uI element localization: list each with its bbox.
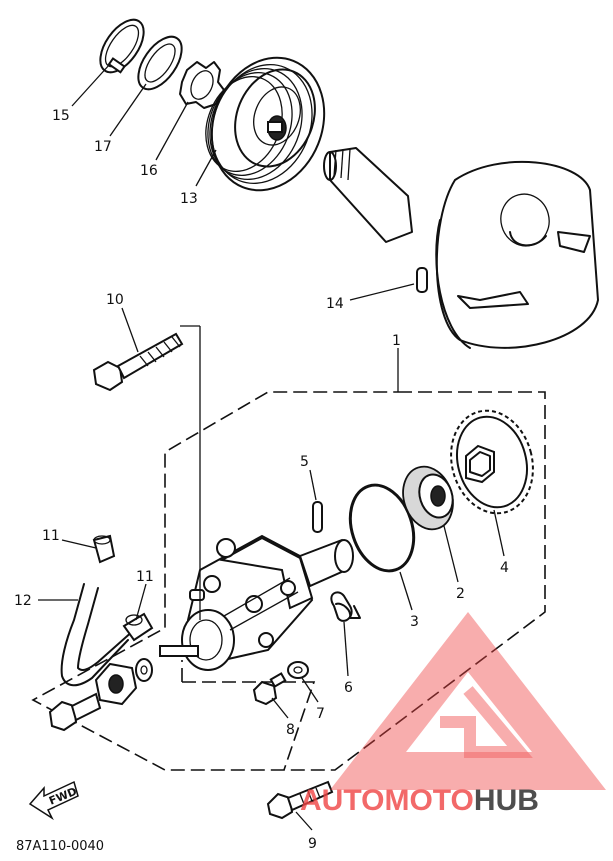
- callout-8: 8: [286, 722, 295, 738]
- fwd-arrow: FWD: [28, 780, 79, 821]
- callout-5: 5: [300, 454, 309, 470]
- callout-12: 12: [14, 593, 32, 609]
- callout-15: 15: [52, 108, 70, 124]
- callout-13: 13: [180, 191, 198, 207]
- callout-9: 9: [308, 836, 317, 852]
- callout-11b: 11: [136, 569, 154, 585]
- hose-12: [60, 583, 135, 687]
- svg-text:AUTOMOTOHUB: AUTOMOTOHUB: [300, 784, 539, 817]
- pulley-13: [205, 56, 326, 192]
- washer-7: [287, 661, 309, 679]
- callout-14: 14: [326, 296, 344, 312]
- watermark-auto: AUTO: [300, 784, 384, 817]
- crankshaft: [323, 147, 600, 349]
- bolt-9: [266, 780, 334, 820]
- leader-lines: [38, 63, 505, 831]
- callout-16: 16: [140, 163, 158, 179]
- watermark-triangle-icon: [330, 612, 606, 790]
- hose-clamp-11a: [92, 534, 116, 564]
- callout-3: 3: [410, 614, 419, 630]
- callout-17: 17: [94, 139, 112, 155]
- dowel-pin-5: [312, 501, 323, 533]
- watermark-moto: MOTO: [384, 784, 473, 817]
- watermark-hub: HUB: [474, 784, 539, 817]
- callout-4: 4: [500, 560, 509, 576]
- callout-7: 7: [316, 706, 325, 722]
- circlip-6: [330, 591, 361, 622]
- nut: [94, 662, 138, 706]
- callout-10: 10: [106, 292, 124, 308]
- bolt-8: [252, 672, 287, 706]
- bolt-10: [92, 332, 184, 392]
- callout-6: 6: [344, 680, 353, 696]
- bearing-2: [402, 465, 454, 531]
- o-ring-3: [348, 483, 416, 573]
- callout-11a: 11: [42, 528, 60, 544]
- washer: [135, 658, 153, 682]
- oil-pump-1: [159, 534, 354, 671]
- callout-numbers: 15 17 16 13 14 10 1 5 2 3 4 6 7 8 9 11 1…: [14, 108, 509, 852]
- diagram-code: 87A110-0040: [16, 839, 104, 854]
- oil-pump-gear-4: [450, 409, 534, 515]
- banjo-bolt: [48, 692, 102, 732]
- watermark-logo: AUTOMOTOHUB: [300, 612, 606, 817]
- hose-clamp-11b: [122, 612, 154, 642]
- woodruff-key-14: [416, 267, 428, 293]
- callout-1: 1: [392, 333, 401, 349]
- circlip-15: [99, 18, 145, 74]
- callout-2: 2: [456, 586, 465, 602]
- fwd-label: FWD: [47, 785, 79, 808]
